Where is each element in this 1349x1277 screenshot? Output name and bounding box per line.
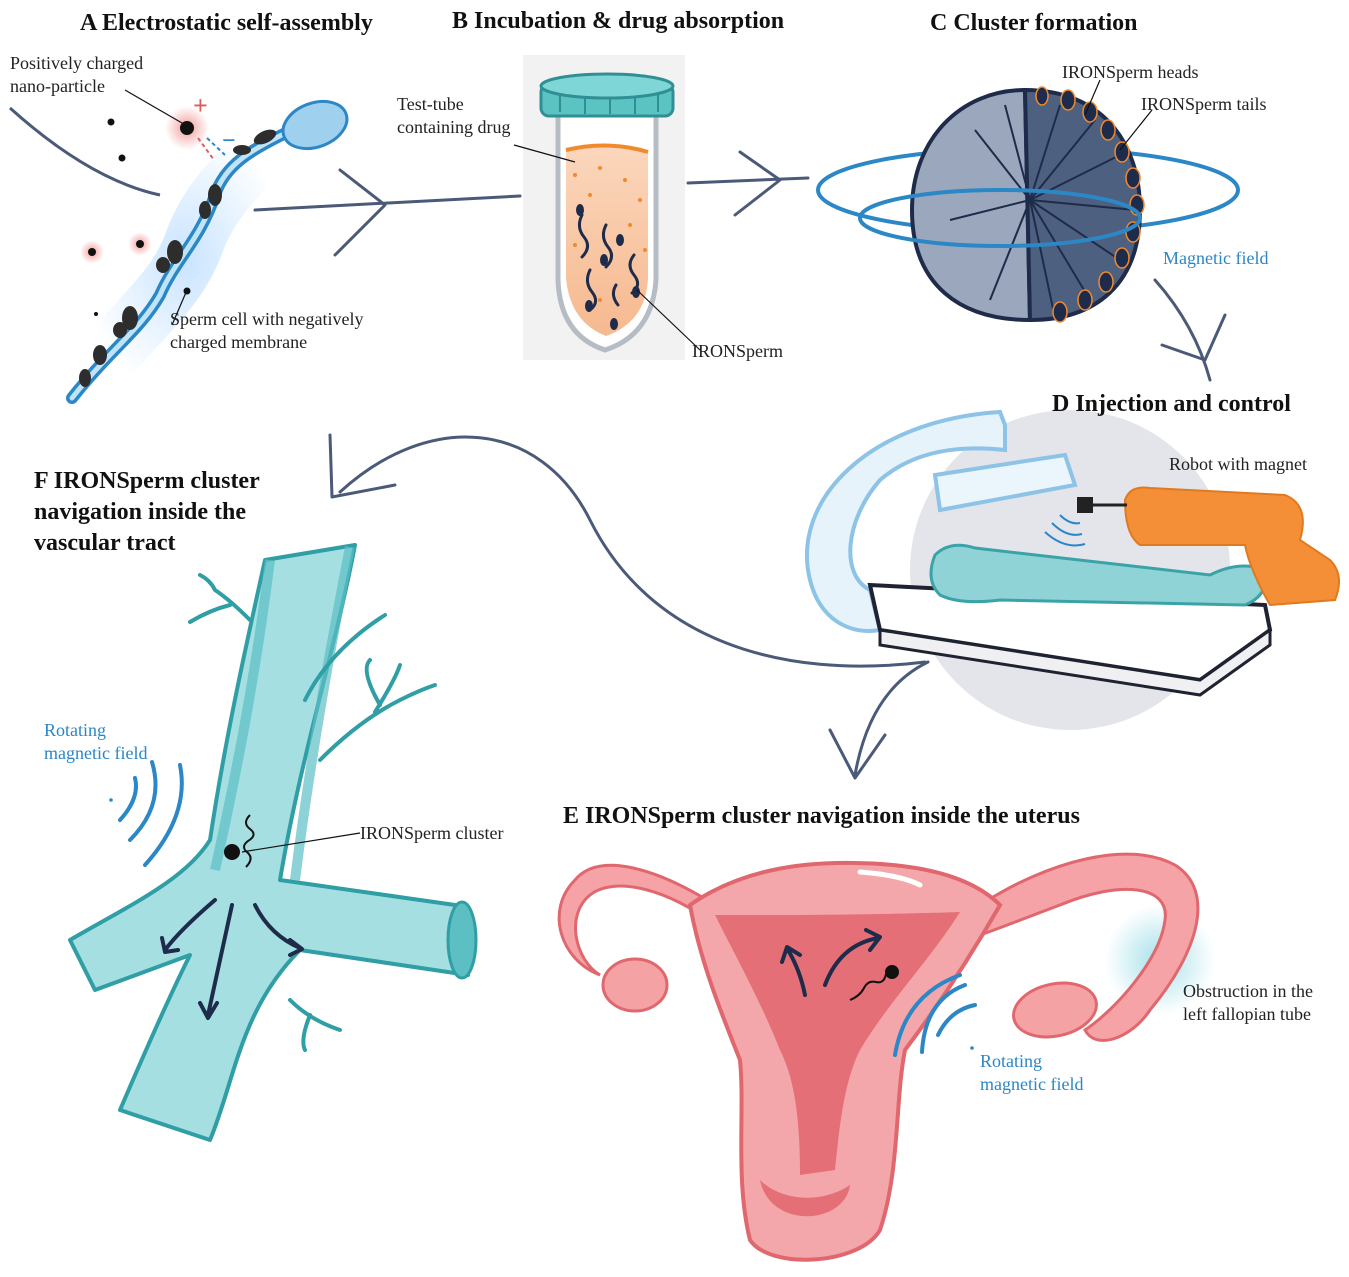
arrow-d-to-e [830,662,928,778]
membrane-curve [10,108,160,195]
label-robot-with-magnet: Robot with magnet [1169,453,1307,476]
label-magnetic-field: Magnetic field [1163,247,1268,270]
label-rotating-field-f: Rotating magnetic field [44,719,147,765]
ironsperm-cluster-uterus [885,965,899,979]
panel-e-title: E IRONSperm cluster navigation inside th… [563,801,1080,832]
panel-d-title: D Injection and control [1052,389,1291,420]
magnet-tip [1077,497,1093,513]
positive-nanoparticle [180,121,194,135]
panel-f-title: F IRONSperm cluster navigation inside th… [34,466,260,559]
panel-b-illustration [514,55,808,360]
panel-b-title: B Incubation & drug absorption [452,6,784,37]
plus-charge-sign: + [193,94,208,117]
label-test-tube: Test-tube containing drug [397,93,510,139]
rotating-field-waves-f [120,762,182,865]
label-ironsperm: IRONSperm [692,340,783,363]
label-rotating-field-e: Rotating magnetic field [980,1050,1083,1096]
arrow-a-to-b [255,170,520,255]
label-sperm-cell: Sperm cell with negatively charged membr… [170,308,363,354]
ironsperm-cluster-vessel [224,844,240,860]
label-obstruction: Obstruction in the left fallopian tube [1183,980,1313,1026]
arrow-c-to-d [1155,280,1225,380]
minus-charge-sign: − [222,130,236,153]
arrow-b-to-c [688,152,808,215]
panel-a-title: A Electrostatic self-assembly [80,8,373,39]
drug-liquid [566,144,648,336]
label-ironsperm-cluster: IRONSperm cluster [360,822,503,845]
label-ironsperm-tails: IRONSperm tails [1141,93,1267,116]
panel-c-title: C Cluster formation [930,8,1138,39]
label-ironsperm-heads: IRONSperm heads [1062,61,1198,84]
panel-e-illustration [559,854,1215,1260]
vessel-opening-right [448,902,476,978]
label-positive-nanoparticle: Positively charged nano-particle [10,52,143,98]
panel-c-illustration [818,80,1238,380]
left-ovary [603,959,667,1011]
tube-cap [541,74,673,116]
